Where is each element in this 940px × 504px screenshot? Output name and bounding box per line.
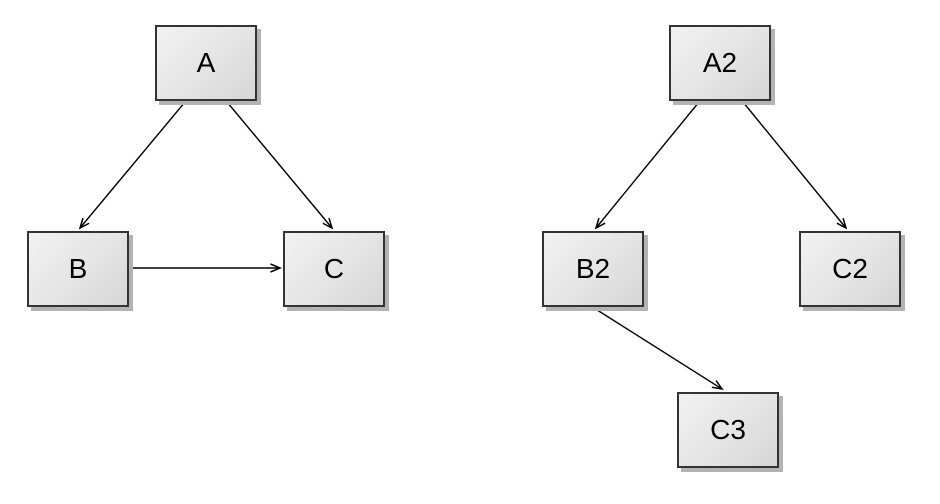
node-c3[interactable]: C3 xyxy=(677,392,779,468)
node-b-label: B xyxy=(68,253,88,284)
node-c2-label: C2 xyxy=(832,253,868,284)
edge-b2-c3 xyxy=(593,307,724,391)
edge-a-b xyxy=(78,101,186,230)
node-b[interactable]: B xyxy=(27,231,129,307)
edge-a2-b2 xyxy=(594,101,700,230)
node-a-label: A xyxy=(196,47,216,78)
node-c3-label: C3 xyxy=(710,414,746,445)
node-a[interactable]: A xyxy=(155,25,257,101)
node-c-label: C xyxy=(323,253,345,284)
node-c2[interactable]: C2 xyxy=(799,231,901,307)
node-b2-label: B2 xyxy=(575,253,611,284)
node-a2-label: A2 xyxy=(702,47,738,78)
node-b2[interactable]: B2 xyxy=(542,231,644,307)
node-c[interactable]: C xyxy=(283,231,385,307)
node-a2[interactable]: A2 xyxy=(669,25,771,101)
edge-a-c xyxy=(226,101,334,230)
edge-a2-c2 xyxy=(742,101,848,230)
